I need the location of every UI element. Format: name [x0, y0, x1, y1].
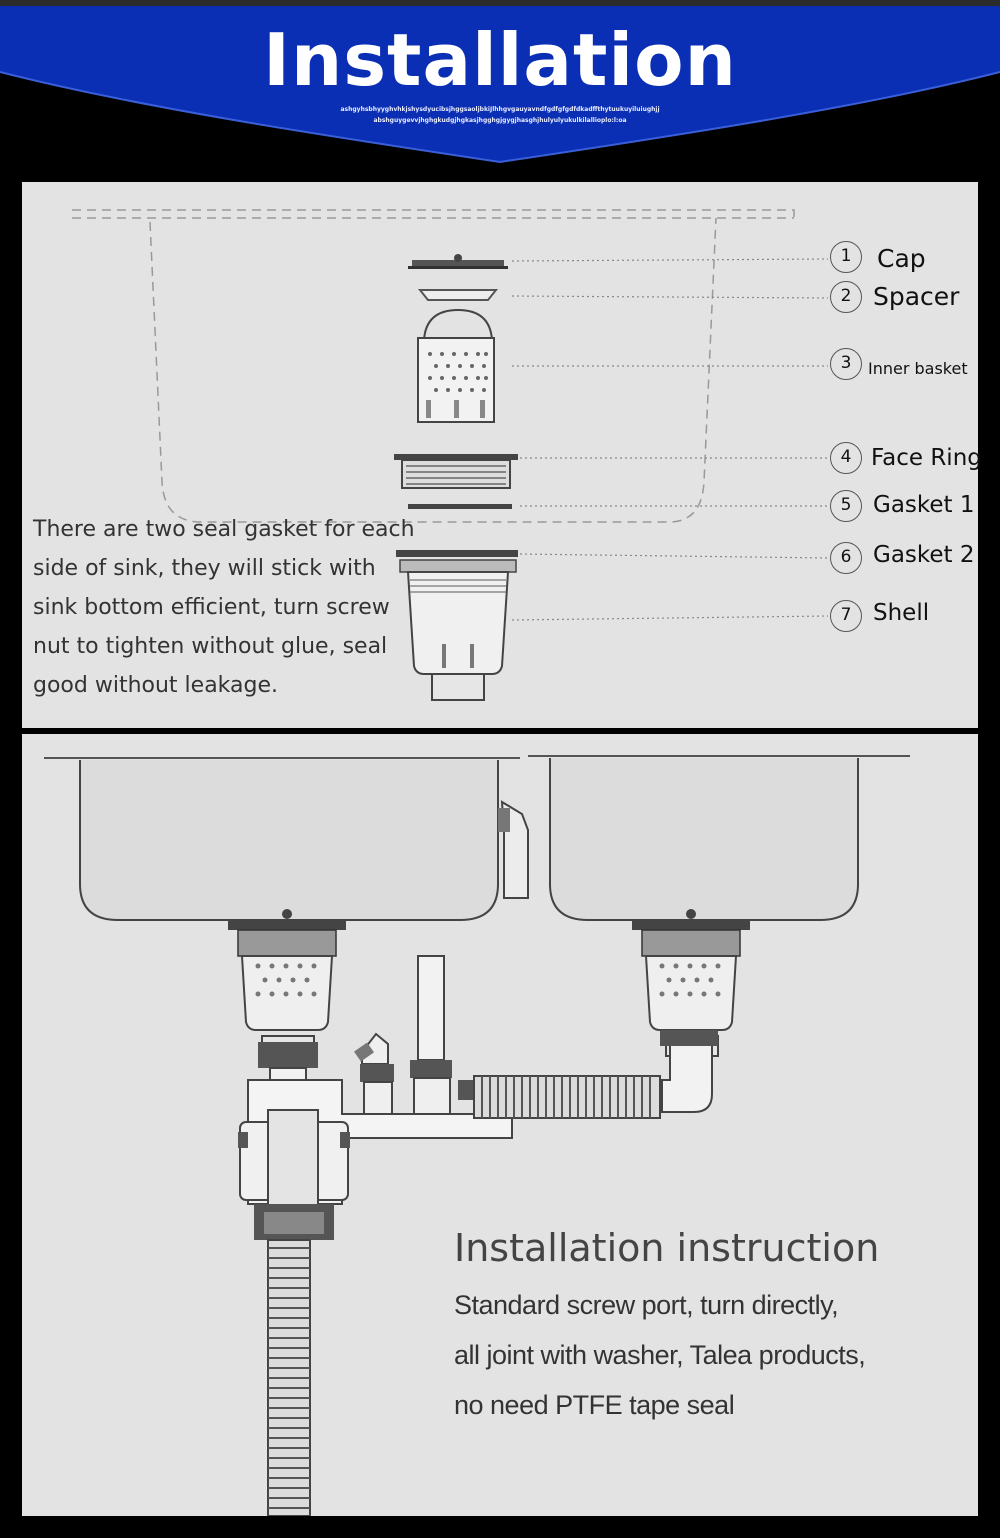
part-label-gasket-1: Gasket 1 [873, 492, 975, 518]
instruction-line-2: all joint with washer, Talea products, [454, 1340, 866, 1370]
angled-inlet [354, 1032, 394, 1115]
parts-diagram-panel: There are two seal gasket for each side … [22, 182, 982, 728]
part-label-shell: Shell [873, 600, 930, 626]
left-strainer [228, 909, 346, 1057]
part-label-gasket-2: Gasket 2 [873, 542, 975, 568]
part-number-3: 3 [830, 348, 862, 380]
part-number-2: 2 [830, 281, 862, 313]
part-number-5: 5 [830, 490, 862, 522]
instruction-line-3: no need PTFE tape seal [454, 1390, 735, 1420]
overflow-fitting [498, 800, 529, 899]
part-label-inner-basket: Inner basket [868, 359, 968, 378]
sink-plumbing-drawing [44, 755, 910, 1516]
face-ring-part [394, 454, 518, 489]
banner-subtext-1: ashgyhsbhyyghvhkjshysdyucibsjhggsaoljbki… [340, 106, 660, 113]
left-sink-bowl [79, 760, 499, 921]
part-label-face-ring: Face Ring [871, 445, 982, 471]
inner-basket-part [417, 308, 495, 423]
banner-subtext-2: abshguygevvjhghgkudgjhgkasjhgghgjgygjhas… [373, 117, 627, 124]
part-number-6: 6 [830, 542, 862, 574]
exploded-parts-drawing [72, 209, 829, 701]
instruction-line-1: Standard screw port, turn directly, [454, 1290, 839, 1320]
installation-diagram-panel: Installation instruction Standard screw … [22, 734, 978, 1516]
part-number-1: 1 [830, 241, 862, 273]
gasket-1-part [408, 504, 512, 509]
bottle-trap [238, 1079, 513, 1240]
shell-part [396, 550, 518, 701]
overflow-tube [410, 955, 452, 1115]
spacer-part [417, 289, 499, 301]
right-sink-bowl [549, 758, 859, 921]
installation-instruction-heading: Installation instruction [454, 1226, 880, 1270]
part-label-spacer: Spacer [873, 282, 960, 311]
right-strainer [632, 909, 750, 1057]
right-elbow [660, 1030, 718, 1113]
seal-gasket-description: There are two seal gasket for each side … [33, 517, 415, 698]
leader-lines [511, 258, 829, 621]
header-banner: Installation ashgyhsbhyyghvhkjshysdyucib… [0, 0, 1000, 180]
horizontal-corrugated-hose [458, 1075, 661, 1119]
cap-part [408, 254, 508, 269]
vertical-corrugated-hose [267, 1239, 311, 1516]
banner-shape [0, 0, 1000, 164]
part-number-4: 4 [830, 442, 862, 474]
page-title: Installation [263, 18, 737, 102]
part-label-cap: Cap [877, 244, 926, 273]
part-number-7: 7 [830, 600, 862, 632]
